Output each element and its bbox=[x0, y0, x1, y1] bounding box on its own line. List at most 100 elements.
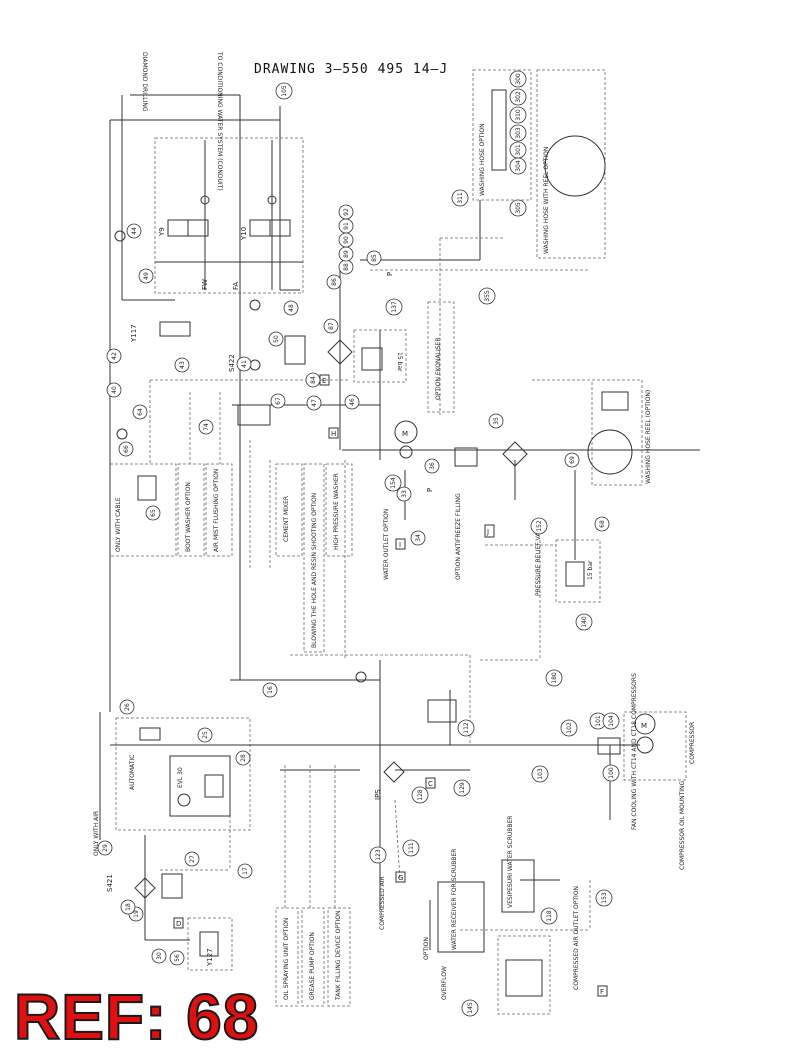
callout-number: 89 bbox=[343, 250, 350, 258]
callout-circle bbox=[237, 863, 253, 879]
callout-number: 85 bbox=[371, 254, 378, 262]
callout-number: 18 bbox=[125, 903, 132, 911]
relief-valve-box bbox=[555, 539, 601, 603]
component-26 bbox=[139, 727, 161, 741]
callout-circle bbox=[457, 719, 475, 737]
label-diamond-drilling: DIAMOND DRILLING bbox=[141, 52, 148, 112]
callout-circle bbox=[402, 839, 420, 857]
callout-number: 50 bbox=[273, 335, 280, 343]
callout-number: 118 bbox=[546, 910, 553, 922]
label-hose-reel-small: WASHING HOSE REEL (OPTION) bbox=[645, 390, 652, 484]
callout-circle bbox=[270, 393, 286, 409]
compressor-motor bbox=[634, 713, 656, 735]
callout-circle bbox=[119, 699, 135, 715]
callout-number: 112 bbox=[463, 722, 470, 734]
callout-number: 42 bbox=[111, 352, 118, 360]
cement-mixer-box bbox=[275, 463, 303, 557]
pressure-relief-valve bbox=[565, 561, 585, 587]
y127-valve bbox=[199, 931, 219, 957]
label-y127: Y127 bbox=[206, 948, 214, 967]
callout-circle bbox=[509, 88, 527, 106]
label-relief-valve: PRESSURE RELIEF VALVE bbox=[535, 522, 542, 596]
callout-number: 301 bbox=[515, 144, 522, 156]
callout-number: 305 bbox=[515, 202, 522, 214]
labels: DIAMOND DRILLING TO CONDITIONING WATER S… bbox=[93, 51, 696, 1001]
callout-circle bbox=[97, 840, 113, 856]
compressor-box bbox=[623, 711, 687, 781]
callout-circle bbox=[396, 486, 412, 502]
washing-hose-valves bbox=[491, 89, 507, 171]
label-p-top: P bbox=[386, 272, 394, 276]
callout-number: 154 bbox=[390, 477, 397, 489]
callout-number: 129 bbox=[459, 782, 466, 794]
callout-number: 19 bbox=[133, 910, 140, 918]
label-ips: IPS bbox=[374, 789, 382, 800]
callout-circle bbox=[151, 948, 167, 964]
callout-circle bbox=[198, 419, 214, 435]
callout-number: 100 bbox=[608, 767, 615, 779]
callout-number: 26 bbox=[124, 703, 131, 711]
callout-circle bbox=[174, 357, 190, 373]
callout-circle bbox=[366, 250, 382, 266]
callout-circle bbox=[424, 458, 440, 474]
callout-circle bbox=[564, 452, 580, 468]
label-tank-filling: TANK FILLING DEVICE OPTION bbox=[335, 910, 342, 1001]
label-y10: Y10 bbox=[240, 227, 248, 241]
callout-circle bbox=[306, 395, 322, 411]
callout-circle bbox=[530, 517, 548, 535]
callout-circle bbox=[451, 189, 469, 207]
label-pump-m: M bbox=[402, 430, 408, 438]
label-antifreeze: OPTION ANTIFREEZE FILLING bbox=[455, 493, 462, 580]
tag-c: C bbox=[428, 780, 433, 788]
tag-j: J bbox=[486, 528, 489, 536]
small-hose-reel bbox=[587, 429, 633, 475]
callout-number: 86 bbox=[331, 278, 338, 286]
callout-number: 88 bbox=[343, 263, 350, 271]
tag-f: F bbox=[600, 988, 604, 996]
check-valve-y9 bbox=[200, 195, 210, 205]
callout-number: 145 bbox=[467, 1002, 474, 1014]
evl-unit bbox=[169, 755, 231, 817]
label-air-mist: AIR MIST FLUSHING OPTION bbox=[213, 469, 220, 552]
callout-number: 68 bbox=[599, 520, 606, 528]
label-s422: S422 bbox=[228, 354, 236, 372]
valve-102 bbox=[597, 737, 621, 755]
label-only-with-cable: ONLY WITH CABLE bbox=[115, 497, 122, 552]
hp-washer-box bbox=[325, 463, 353, 557]
callout-circle bbox=[531, 765, 549, 783]
y506-valve bbox=[137, 475, 157, 501]
label-15bar-b: 15 bar bbox=[587, 560, 594, 580]
blowing-hole-box bbox=[303, 463, 325, 653]
tag-d: D bbox=[176, 920, 181, 928]
callout-circle bbox=[509, 199, 527, 217]
callout-number: 49 bbox=[143, 272, 150, 280]
callout-circle bbox=[106, 382, 122, 398]
callout-number: 303 bbox=[515, 127, 522, 139]
callout-number: 43 bbox=[179, 361, 186, 369]
valve-50 bbox=[284, 335, 306, 365]
label-air-outlet: COMPRESSED AIR OUTLET OPTION bbox=[573, 886, 580, 990]
callout-circle bbox=[594, 516, 610, 532]
water-pump bbox=[399, 445, 413, 459]
callout-number: 304 bbox=[515, 160, 522, 172]
gauge-48 bbox=[249, 299, 261, 311]
label-fa: FA bbox=[232, 282, 240, 290]
callout-number: 30 bbox=[156, 952, 163, 960]
callout-number: 28 bbox=[240, 754, 247, 762]
callout-number: 46 bbox=[349, 398, 356, 406]
callout-circle bbox=[509, 157, 527, 175]
callout-number: 66 bbox=[123, 445, 130, 453]
filter-ips bbox=[383, 761, 405, 783]
callout-number: 65 bbox=[150, 509, 157, 517]
gauge-66 bbox=[116, 428, 128, 440]
callout-circle bbox=[344, 394, 360, 410]
callout-circle bbox=[453, 779, 471, 797]
callout-number: 25 bbox=[202, 731, 209, 739]
callout-circle bbox=[509, 124, 527, 142]
label-compressed-air: COMPRESSED AIR bbox=[379, 876, 386, 930]
gauge-evl bbox=[177, 793, 191, 807]
valve-block-box bbox=[154, 137, 304, 294]
callout-circle bbox=[262, 682, 278, 698]
callout-number: 84 bbox=[310, 376, 317, 384]
drawing-title: DRAWING 3—550 495 14—J bbox=[254, 62, 449, 77]
